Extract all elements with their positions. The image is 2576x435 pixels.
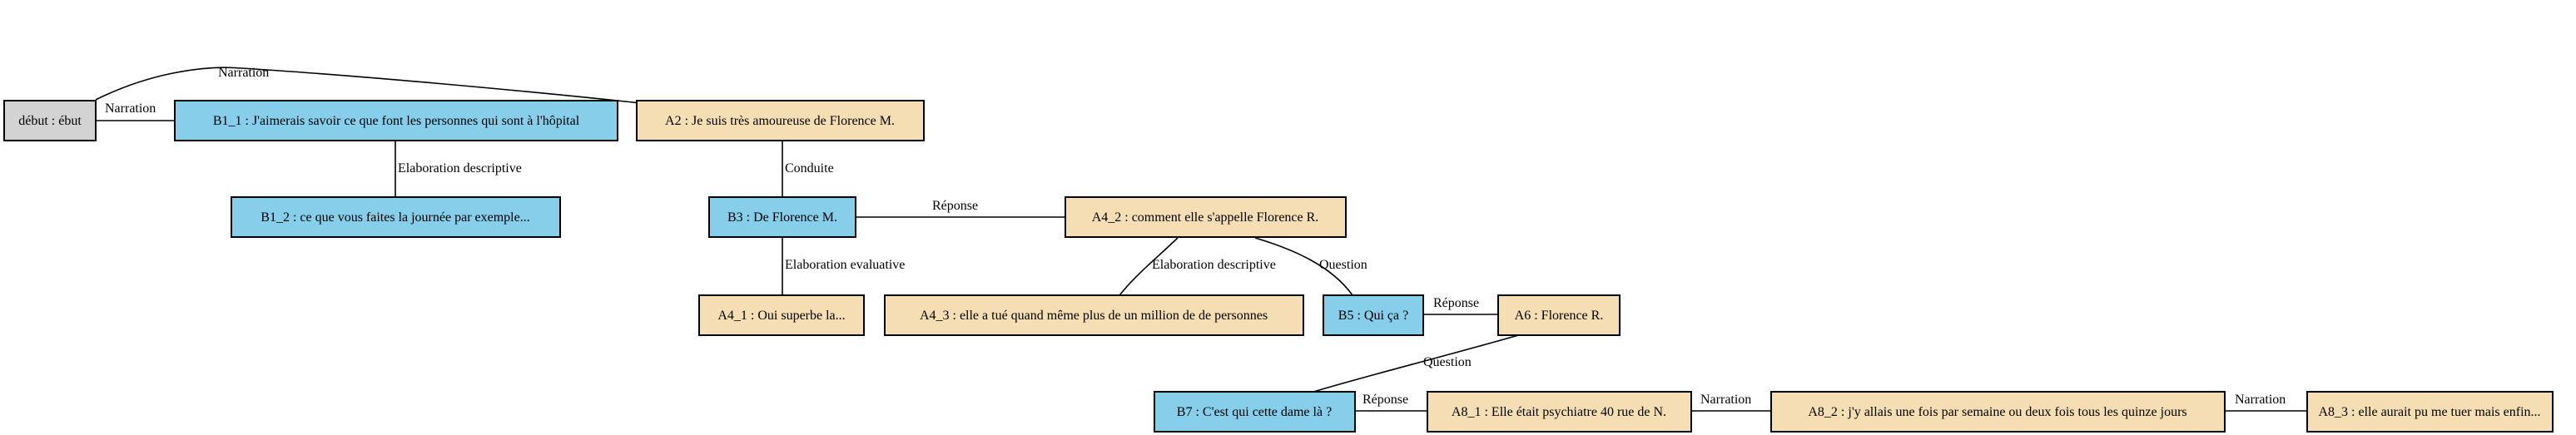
edge-label: Réponse [932,199,978,213]
edge-label: Narration [105,101,156,116]
node-box [3,100,97,141]
node-box [636,100,925,141]
edge-b7-a8-1: Réponse [1355,393,1427,412]
node-label: A2 : Je suis très amoureuse de Florence … [665,114,895,128]
node-label: A4_3 : elle a tué quand même plus de un … [920,309,1268,323]
node-label: B3 : De Florence M. [727,210,837,225]
node-b7: B7 : C'est qui cette dame là ? [1154,391,1356,433]
edge-b3-a4-1: Elaboration evaluative [782,238,905,295]
edge-a8-1-a8-2: Narration [1691,393,1771,412]
node-label: B1_2 : ce que vous faites la journée par… [261,210,529,225]
edge-label: Question [1423,355,1472,369]
node-label: B7 : C'est qui cette dame là ? [1177,405,1332,419]
edge-b1-1-b1-2: Elaboration descriptive [395,141,522,196]
edge-start-a2: Narration [95,66,642,104]
edge-label: Narration [218,66,269,80]
node-box [1427,391,1692,433]
node-a6: A6 : Florence R. [1497,294,1621,336]
node-box [1154,391,1356,433]
edge-b5-a6: Réponse [1423,296,1498,315]
edge-label: Question [1319,258,1367,272]
node-label: B1_1 : J'aimerais savoir ce que font les… [213,114,580,128]
edge-label: Narration [2235,393,2286,407]
node-label: A8_3 : elle aurait pu me tuer mais enfin… [2318,405,2540,419]
node-start: début : ébut [3,100,97,141]
node-a8-3: A8_3 : elle aurait pu me tuer mais enfin… [2306,391,2554,433]
node-a8-2: A8_2 : j'y allais une fois par semaine o… [1770,391,2226,433]
edge-line [95,67,642,104]
node-box [708,196,856,238]
edge-label: Conduite [785,161,834,175]
edge-label: Elaboration descriptive [398,161,522,175]
node-box [1770,391,2226,433]
node-label: A4_1 : Oui superbe la... [717,309,845,323]
node-b1-2: B1_2 : ce que vous faites la journée par… [231,196,561,238]
node-box [2306,391,2554,433]
edge-label: Elaboration descriptive [1152,258,1276,272]
node-box [174,100,618,141]
edge-label: Réponse [1433,296,1479,310]
node-a4-1: A4_1 : Oui superbe la... [698,294,865,336]
node-label: A8_1 : Elle était psychiatre 40 rue de N… [1452,405,1666,419]
edge-label: Narration [1700,393,1751,407]
node-a4-3: A4_3 : elle a tué quand même plus de un … [884,294,1304,336]
node-box [884,294,1304,336]
edge-a8-2-a8-3: Narration [2225,393,2307,412]
node-box [1497,294,1621,336]
node-a2: A2 : Je suis très amoureuse de Florence … [636,100,925,141]
edge-label: Réponse [1362,393,1408,407]
edge-start-b1-1: Narration [96,101,175,121]
edge-b3-a4-2: Réponse [856,199,1065,218]
node-label: A6 : Florence R. [1515,309,1604,323]
node-label: A8_2 : j'y allais une fois par semaine o… [1808,405,2186,419]
edge-label: Elaboration evaluative [785,258,905,272]
edge-a2-b3: Conduite [782,141,834,196]
edge-a6-b7: Question [1310,334,1522,393]
node-label: B5 : Qui ça ? [1338,309,1408,323]
edge-line [1119,237,1179,296]
edge-a4-2-b5: Question [1254,237,1367,296]
node-label: A4_2 : comment elle s'appelle Florence R… [1092,210,1319,225]
edge-line [1254,237,1353,296]
edge-a4-2-a4-3: Elaboration descriptive [1119,237,1276,296]
edge-line [1310,334,1522,393]
node-box [1323,294,1424,336]
node-b5: B5 : Qui ça ? [1323,294,1424,336]
node-box [698,294,865,336]
node-box [1065,196,1347,238]
node-box [231,196,561,238]
node-b1-1: B1_1 : J'aimerais savoir ce que font les… [174,100,618,141]
node-a8-1: A8_1 : Elle était psychiatre 40 rue de N… [1427,391,1692,433]
node-b3: B3 : De Florence M. [708,196,856,238]
node-a4-2: A4_2 : comment elle s'appelle Florence R… [1065,196,1347,238]
node-label: début : ébut [18,114,82,128]
